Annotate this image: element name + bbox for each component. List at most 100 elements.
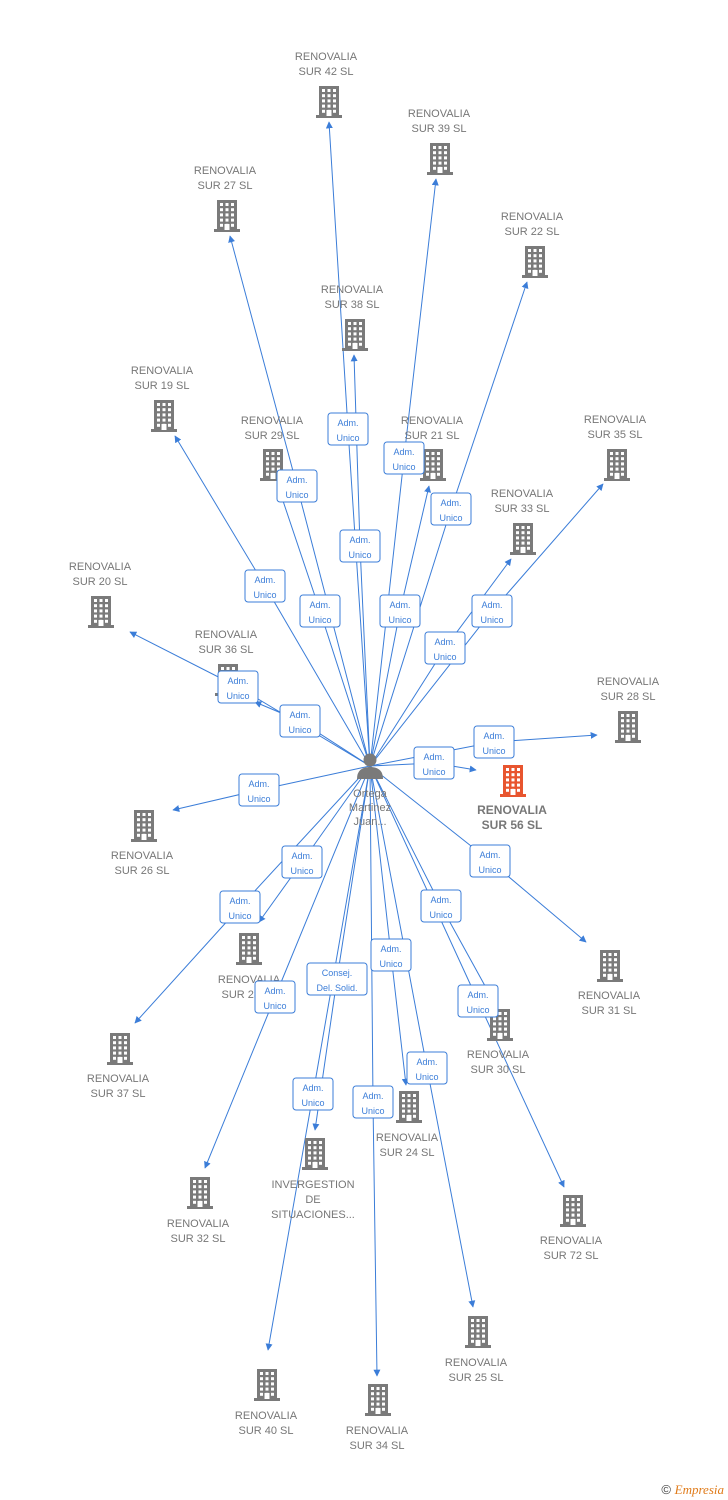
company-label: SUR 30 SL: [470, 1064, 525, 1076]
role-badge-c39[interactable]: Adm.Unico: [383, 441, 425, 475]
role-badge-c24[interactable]: Adm.Unico: [370, 938, 412, 972]
role-badge-c22[interactable]: Adm.Unico: [430, 492, 472, 526]
building-icon: [604, 449, 630, 481]
company-label: RENOVALIA: [578, 990, 641, 1002]
company-label: RENOVALIA: [241, 415, 304, 427]
role-badge-c37[interactable]: Adm.Unico: [219, 890, 261, 924]
company-label: SUR 28 SL: [600, 691, 655, 703]
role-badge-c40[interactable]: Adm.Unico: [292, 1077, 334, 1111]
role-badge-c72[interactable]: Adm.Unico: [457, 984, 499, 1018]
building-icon: [302, 1138, 328, 1170]
person-icon: [357, 753, 383, 779]
role-box-frame: [254, 980, 296, 1014]
role-badge-c29[interactable]: Adm.Unico: [299, 594, 341, 628]
role-label: Unico: [226, 691, 249, 701]
role-label: Unico: [433, 652, 456, 662]
role-label: Adm.: [254, 575, 275, 585]
role-label: Unico: [361, 1106, 384, 1116]
role-label: Adm.: [337, 418, 358, 428]
company-label: SUR 35 SL: [587, 429, 642, 441]
company-label: INVERGESTION: [271, 1179, 354, 1191]
company-label: RENOVALIA: [111, 850, 174, 862]
company-label: RENOVALIA: [584, 414, 647, 426]
person-node[interactable]: OrtegaMartinezJuan...: [349, 753, 391, 829]
footer: © Empresia: [661, 1482, 724, 1498]
company-label: RENOVALIA: [540, 1235, 603, 1247]
role-box-frame: [473, 725, 515, 759]
role-badge-c25[interactable]: Adm.Unico: [406, 1051, 448, 1085]
role-badge-cinv[interactable]: Consej.Del. Solid.: [306, 962, 368, 996]
building-icon: [597, 950, 623, 982]
company-node-c35[interactable]: RENOVALIA SUR 35 SL: [584, 414, 647, 481]
company-label: SUR 72 SL: [543, 1250, 598, 1262]
company-node-cinv[interactable]: INVERGESTIONDESITUACIONES...: [271, 1138, 355, 1221]
role-label: Unico: [466, 1005, 489, 1015]
role-badge-c35[interactable]: Adm.Unico: [471, 594, 513, 628]
building-icon: [427, 143, 453, 175]
role-box-frame: [424, 631, 466, 665]
role-label: Unico: [415, 1072, 438, 1082]
building-icon: [420, 449, 446, 481]
role-badge-c33[interactable]: Adm. Unico: [424, 631, 466, 665]
company-label: RENOVALIA: [295, 51, 358, 63]
role-badge-c34[interactable]: Adm.Unico: [352, 1085, 394, 1119]
role-badge-c42[interactable]: Adm.Unico: [327, 412, 369, 446]
company-label: RENOVALIA: [167, 1218, 230, 1230]
company-node-c32[interactable]: RENOVALIA SUR 32 SL: [167, 1177, 230, 1245]
role-label: Adm.: [483, 731, 504, 741]
company-label: SUR 38 SL: [324, 299, 379, 311]
company-label: SUR 32 SL: [170, 1233, 225, 1245]
company-label: SUR 27 SL: [197, 180, 252, 192]
role-label: Adm.: [479, 850, 500, 860]
role-badge-c28[interactable]: Adm.Unico: [473, 725, 515, 759]
brand-logo[interactable]: Empresia: [674, 1482, 724, 1497]
role-badge-c56[interactable]: Adm.Unico: [413, 746, 455, 780]
role-box-frame: [406, 1051, 448, 1085]
role-label: Unico: [247, 794, 270, 804]
role-badge-c19[interactable]: Adm.Unico: [244, 569, 286, 603]
role-label: Adm.: [229, 896, 250, 906]
company-label: RENOVALIA: [401, 415, 464, 427]
role-badge-c26[interactable]: Adm.Unico: [238, 773, 280, 807]
role-label: Unico: [422, 767, 445, 777]
company-label: RENOVALIA: [477, 803, 547, 817]
role-label: Unico: [388, 615, 411, 625]
building-icon: [615, 711, 641, 743]
role-box-frame: [471, 594, 513, 628]
role-box-frame: [292, 1077, 334, 1111]
edge-c34: [369, 765, 381, 1377]
role-label: Adm.: [286, 475, 307, 485]
role-badge-c21[interactable]: Adm.Unico: [379, 594, 421, 628]
role-badge-c30[interactable]: Adm.Unico: [420, 889, 462, 923]
role-badge-c31[interactable]: Adm.Unico: [469, 844, 511, 878]
role-badge-c32[interactable]: Adm.Unico: [254, 980, 296, 1014]
role-badge-c38[interactable]: Adm.Unico: [339, 529, 381, 563]
role-badge-c36[interactable]: Adm.Unico: [279, 704, 321, 738]
company-node-c72[interactable]: RENOVALIA SUR 72 SL: [540, 1195, 603, 1262]
role-label: Adm.: [434, 637, 455, 647]
role-badge-c27[interactable]: Adm.Unico: [276, 469, 318, 503]
company-label: SUR 37 SL: [90, 1088, 145, 1100]
role-badge-c23[interactable]: Adm.Unico: [281, 845, 323, 879]
company-label: RENOVALIA: [376, 1132, 439, 1144]
role-badge-c20[interactable]: Adm.Unico: [217, 670, 259, 704]
